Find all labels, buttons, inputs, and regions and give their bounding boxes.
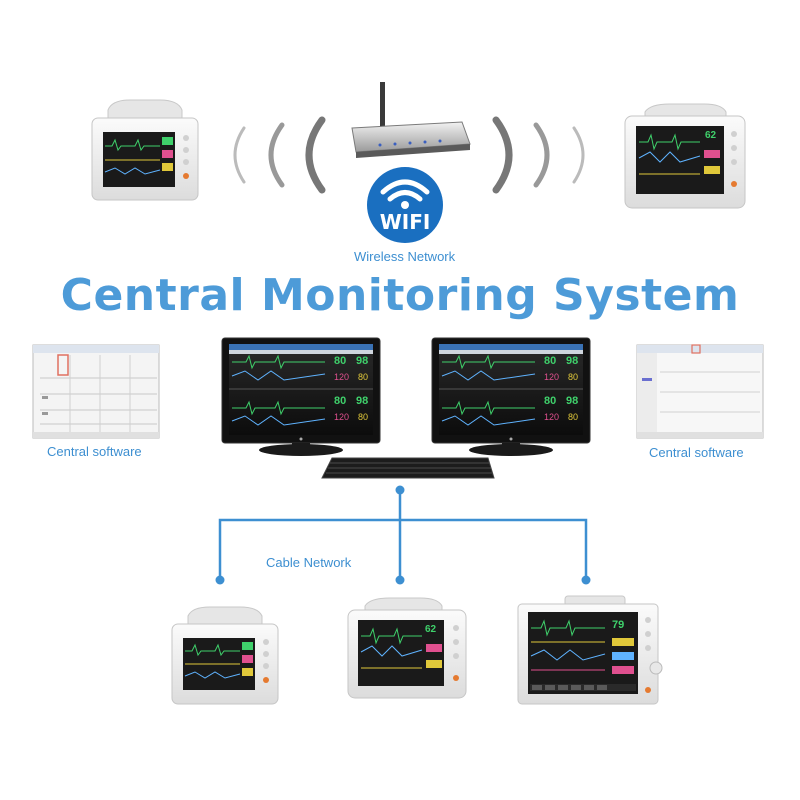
right-screen-spo2-top: 98 — [566, 355, 578, 367]
right-screen-spo2-bottom: 98 — [566, 395, 578, 407]
cable-network-label: Cable Network — [266, 555, 352, 570]
right-screen-nibp-dia-top: 80 — [568, 372, 578, 382]
central-software-label-left: Central software — [47, 444, 142, 459]
top-right-hr-readout: 62 — [705, 130, 717, 141]
patient-monitor-bottom-middle: 62 — [347, 597, 467, 699]
desktop-monitor-left: 80 98 120 80 80 98 120 80 — [221, 337, 381, 456]
desktop-monitor-right: 80 98 120 80 80 98 120 80 — [431, 337, 591, 456]
cable-node-top — [395, 485, 405, 495]
patient-monitor-bottom-left — [171, 606, 279, 705]
cable-node-middle — [395, 575, 405, 585]
cable-node-right — [581, 575, 591, 585]
wifi-router-icon — [351, 82, 471, 158]
keyboard-icon — [321, 457, 495, 479]
bottom-right-hr-readout: 79 — [612, 619, 624, 631]
left-screen-nibp-top: 120 — [334, 372, 349, 382]
right-screen-nibp-top: 120 — [544, 372, 559, 382]
left-screen-spo2-top: 98 — [356, 355, 368, 367]
left-screen-nibp-dia-top: 80 — [358, 372, 368, 382]
wifi-badge-icon — [367, 167, 443, 243]
patient-monitor-top-right: 62 — [624, 103, 746, 209]
page-title: Central Monitoring System — [60, 270, 740, 321]
right-screen-nibp-bottom: 120 — [544, 412, 559, 422]
wireless-waves-right — [492, 116, 585, 194]
central-software-screenshot-right — [636, 344, 764, 439]
wifi-badge-label: WIFI — [379, 210, 431, 234]
cable-network-lines — [218, 490, 588, 580]
wireless-waves-left — [233, 116, 326, 194]
left-screen-nibp-dia-bottom: 80 — [358, 412, 368, 422]
left-screen-spo2-bottom: 98 — [356, 395, 368, 407]
left-screen-hr-top: 80 — [334, 355, 346, 367]
right-screen-hr-bottom: 80 — [544, 395, 556, 407]
right-screen-nibp-dia-bottom: 80 — [568, 412, 578, 422]
central-software-screenshot-left — [32, 344, 160, 439]
left-screen-hr-bottom: 80 — [334, 395, 346, 407]
patient-monitor-bottom-right: 79 — [517, 595, 663, 705]
right-screen-hr-top: 80 — [544, 355, 556, 367]
central-software-label-right: Central software — [649, 445, 744, 460]
left-screen-nibp-bottom: 120 — [334, 412, 349, 422]
wireless-network-label: Wireless Network — [354, 249, 456, 264]
patient-monitor-top-left — [91, 99, 199, 201]
cable-node-left — [215, 575, 225, 585]
bottom-middle-hr-readout: 62 — [425, 624, 437, 635]
